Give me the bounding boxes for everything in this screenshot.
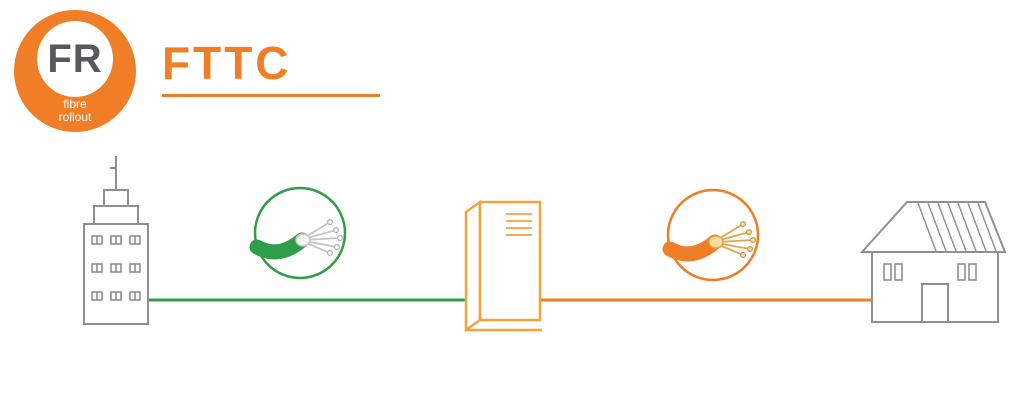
- logo-initials: FR: [47, 36, 103, 81]
- copper-cable-icon: [662, 188, 760, 282]
- title-underline: [162, 94, 380, 97]
- street-cabinet-icon: [464, 199, 542, 333]
- fiber-cable-icon: [249, 186, 347, 280]
- house-icon: [859, 201, 1007, 323]
- logo: FR fibre rollout: [14, 10, 136, 132]
- page-title: FTTC: [162, 37, 292, 89]
- logo-subtext-line2: rollout: [58, 110, 92, 124]
- logo-fr-badge: FR: [37, 21, 113, 97]
- logo-subtext: fibre rollout: [14, 98, 136, 124]
- logo-subtext-line1: fibre: [63, 97, 87, 111]
- exchange-building-icon: [83, 156, 149, 325]
